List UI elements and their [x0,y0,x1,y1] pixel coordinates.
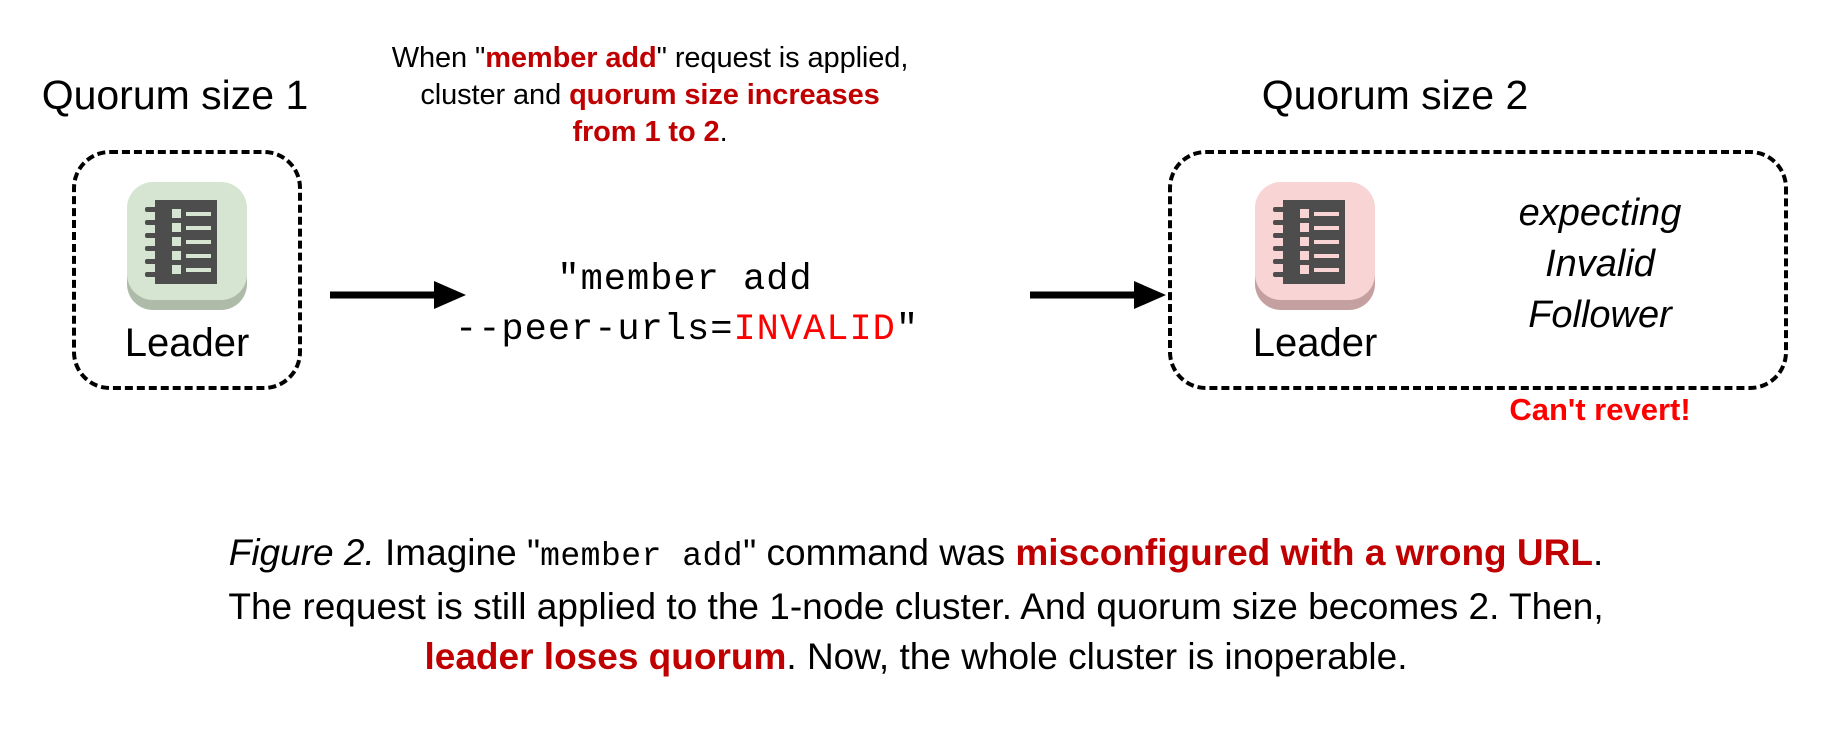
caption-l1-emphasis: misconfigured with a wrong URL [1015,532,1593,573]
top-annotation-line-2: cluster and quorum size increases [350,77,950,114]
caption-l1-b: Imagine " [374,532,541,573]
caption-figure-label: Figure 2. [228,532,375,573]
right-leader-node: Leader [1240,178,1390,366]
node-glyph-icon [145,200,217,284]
caption-line-1: Figure 2. Imagine "member add" command w… [0,528,1832,582]
right-cluster-title: Quorum size 2 [1261,72,1529,118]
caption-l3-emphasis: leader loses quorum [424,636,787,677]
expecting-line-3: Follower [1528,294,1672,336]
caption-command-mono: member add [540,538,744,575]
command-line-1: "member add [557,259,813,301]
note-l3-a: from 1 to 2 [572,116,720,148]
caption-l1-d: " command was [743,532,1016,573]
top-annotation: When "member add" request is applied, cl… [350,40,950,151]
left-cluster-title: Quorum size 1 [41,72,309,118]
server-node-icon [1251,178,1379,314]
command-text: "member add --peer-urls=INVALID" [455,255,918,355]
node-glyph-icon [1273,200,1345,284]
caption-l1-f: . [1592,532,1604,573]
note-l1-b: member add [485,42,657,74]
expecting-line-1: expecting [1518,192,1682,234]
arrow-right-icon-left [330,275,470,320]
note-l1-a: When " [391,42,486,74]
command-invalid-value: INVALID [733,309,896,351]
command-flag: --peer-urls= [455,309,734,351]
note-l1-c: " request is applied, [656,42,909,74]
top-annotation-line-3: from 1 to 2. [350,114,950,151]
note-l2-b: quorum size increases [569,79,880,111]
command-line-2: --peer-urls=INVALID" [455,305,918,355]
right-node-label: Leader [1252,321,1378,365]
note-l3-b: . [719,116,728,148]
figure-caption: Figure 2. Imagine "member add" command w… [0,528,1832,682]
caption-l3-b: . Now, the whole cluster is inoperable. [786,636,1408,677]
server-node-icon [123,178,251,314]
cant-revert-warning: Can't revert! [1509,392,1691,427]
expecting-invalid-follower: expecting Invalid Follower [1440,188,1760,341]
left-leader-node: Leader [112,178,262,366]
right-cluster-box [1168,150,1788,390]
note-l2-a: cluster and [420,79,570,111]
caption-line-2: The request is still applied to the 1-no… [228,586,1604,627]
left-node-label: Leader [124,321,250,365]
top-annotation-line-1: When "member add" request is applied, [350,40,950,77]
caption-line-3: leader loses quorum. Now, the whole clus… [0,632,1832,682]
arrow-right-icon-right [1030,275,1170,320]
command-quote-end: " [895,309,920,351]
left-cluster-box [72,150,302,390]
expecting-line-2: Invalid [1545,243,1655,285]
